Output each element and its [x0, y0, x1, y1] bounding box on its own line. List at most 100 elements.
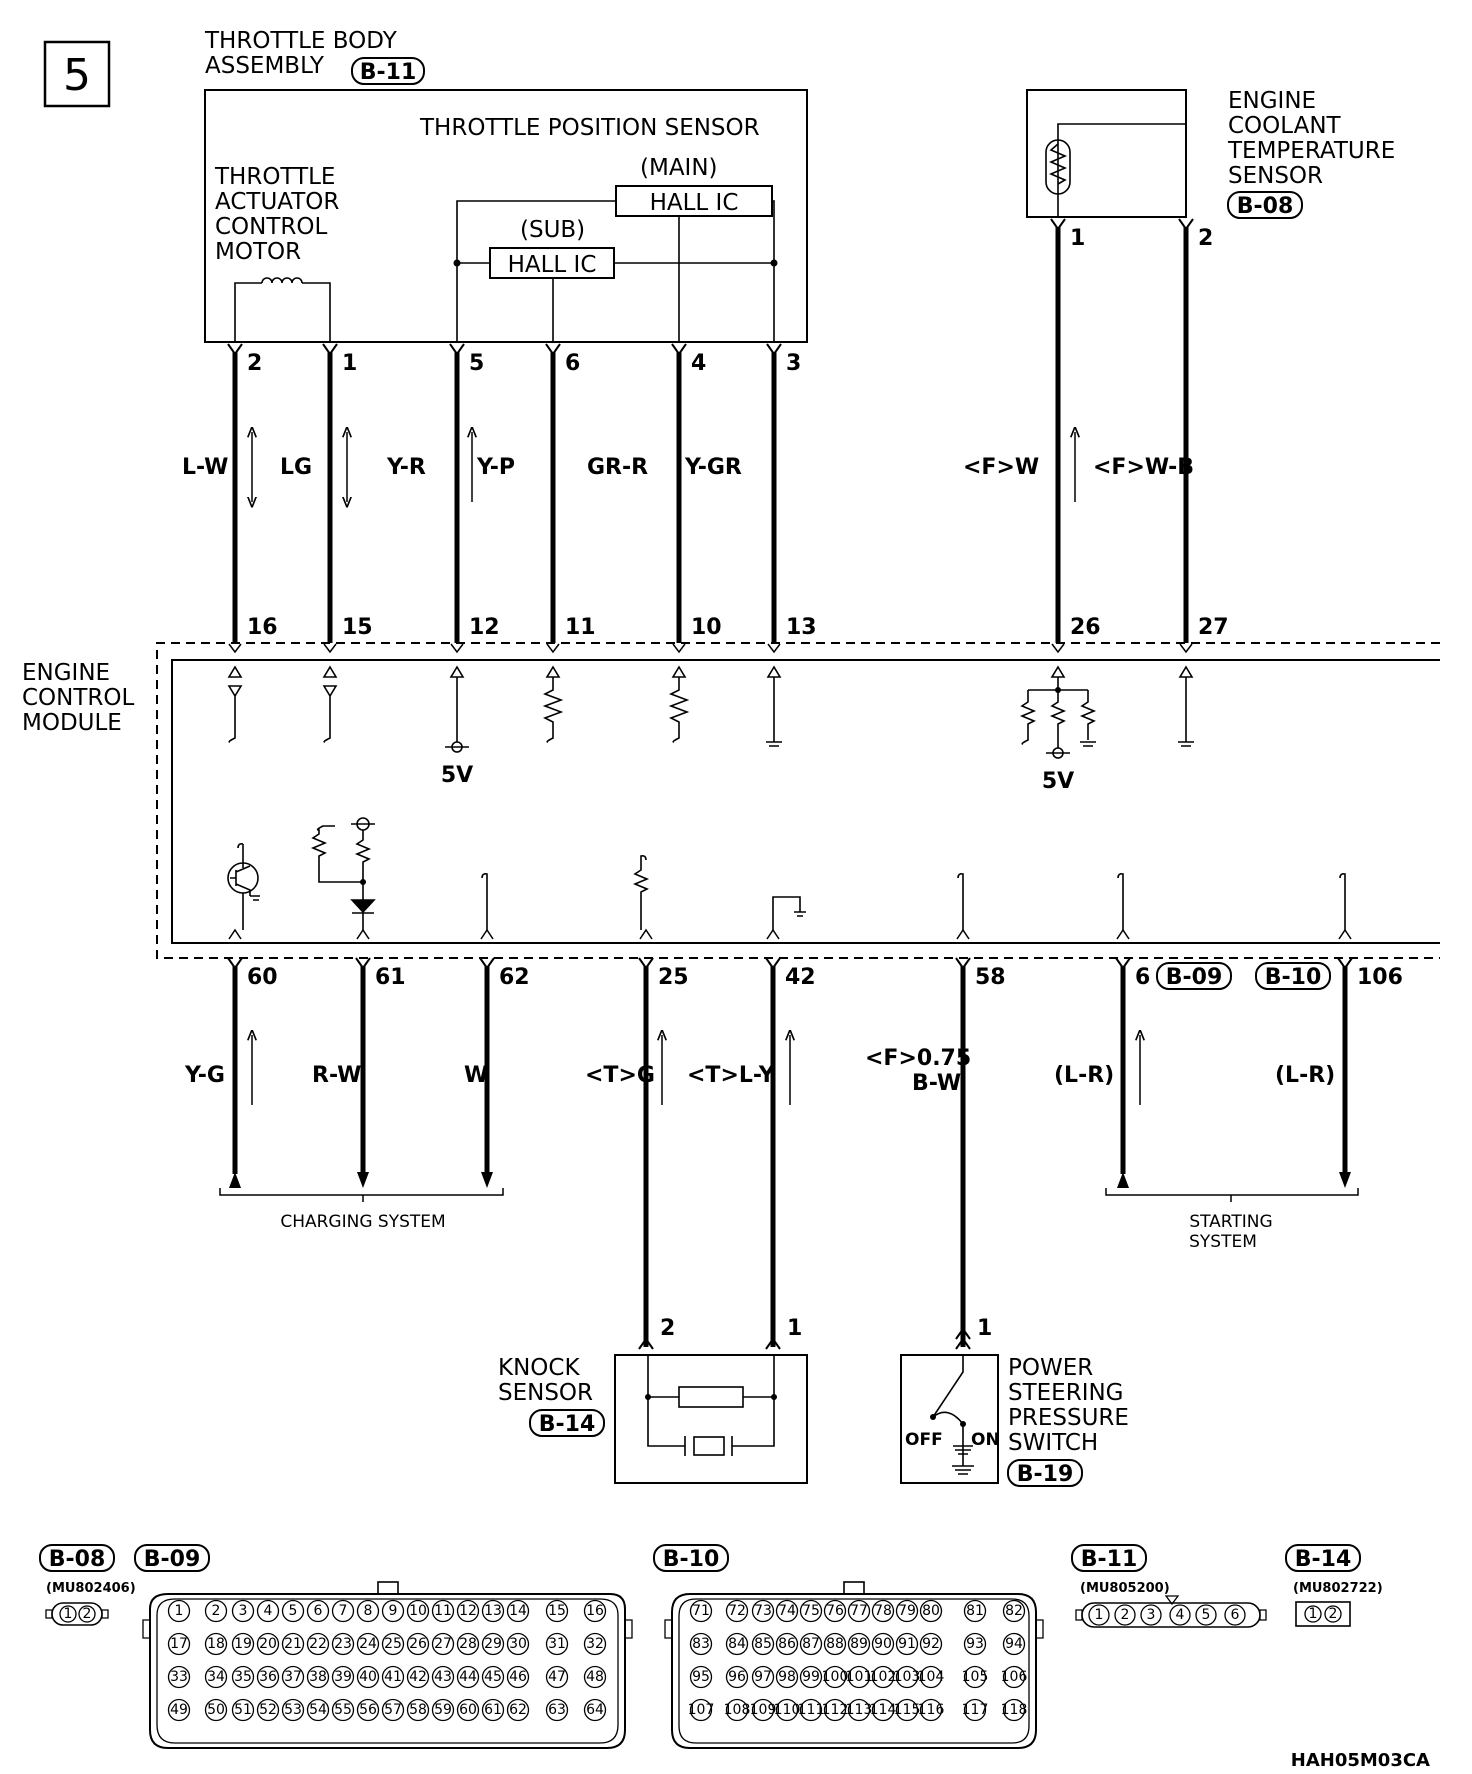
- ps-switch-internals: [932, 1355, 974, 1475]
- connector-cavity-number: 42: [409, 1669, 427, 1685]
- wire-color-label: (L-R): [1275, 1063, 1335, 1088]
- connector-cavity-number: 50: [207, 1702, 225, 1718]
- connector-cavity: [204, 1698, 228, 1722]
- connector-cavity: [583, 1665, 607, 1689]
- connector-cavity-number: 7: [339, 1603, 348, 1619]
- connector-cavity: [1195, 1604, 1217, 1626]
- connector-cavity-number: 79: [898, 1603, 916, 1619]
- wire-color-label: Y-G: [184, 1063, 225, 1088]
- svg-text:2: 2: [83, 1606, 92, 1622]
- svg-text:1: 1: [64, 1606, 73, 1622]
- wire-color-label: LG: [280, 455, 312, 480]
- connector-cavity: [799, 1665, 823, 1689]
- ect-label-4: SENSOR: [1228, 163, 1323, 189]
- svg-text:(MU805200): (MU805200): [1080, 1581, 1170, 1596]
- connector-cavity: [431, 1665, 455, 1689]
- connector-cavity: [331, 1665, 355, 1689]
- connector-cavity: [167, 1632, 191, 1656]
- connector-cavity: [775, 1599, 799, 1623]
- connector-cavity-number: 4: [1176, 1607, 1185, 1623]
- connector-cavity: [281, 1698, 305, 1722]
- connector-cavity: [256, 1599, 280, 1623]
- ect-label-3: TEMPERATURE: [1227, 138, 1395, 164]
- connector-cavity: [281, 1632, 305, 1656]
- connector-cavity-number: 5: [289, 1603, 298, 1619]
- lower-wire-ecm-terminal: [1116, 928, 1130, 940]
- connector-cavity-number: 51: [234, 1702, 252, 1718]
- ps-switch-label-3: PRESSURE: [1008, 1405, 1129, 1431]
- wire-color-label: Y-P: [476, 455, 515, 480]
- connector-cavity-number: 107: [688, 1702, 715, 1718]
- connector-cavity-number: 6: [314, 1603, 323, 1619]
- wire-color-label: Y-R: [386, 455, 426, 480]
- ps-switch-label-4: SWITCH: [1008, 1430, 1098, 1456]
- connector-cavity: [725, 1632, 749, 1656]
- connector-cavity: [481, 1632, 505, 1656]
- wire-color-label: R-W: [312, 1063, 361, 1088]
- lower-connector-tag: [1255, 962, 1331, 990]
- lower-wire-ecm-terminal: [228, 928, 242, 940]
- connector-cavity-number: 99: [802, 1669, 820, 1685]
- connector-cavity: [583, 1698, 607, 1722]
- connector-cavity-number: 61: [484, 1702, 502, 1718]
- connector-cavity-number: 35: [234, 1669, 252, 1685]
- wire-color-label: <F>0.75: [865, 1046, 971, 1071]
- wire-color-label: (L-R): [1054, 1063, 1114, 1088]
- ps-switch-box: [900, 1354, 999, 1484]
- connector-cavity: [583, 1632, 607, 1656]
- connector-cavity: [506, 1632, 530, 1656]
- connector-cavity-number: 14: [509, 1603, 527, 1619]
- actuator-label-3: CONTROL: [215, 214, 328, 240]
- connector-cavity: [823, 1665, 847, 1689]
- connector-cavity-number: 17: [170, 1636, 188, 1652]
- wire-color-label: B-W: [912, 1071, 961, 1096]
- actuator-motor-coil: [234, 277, 331, 342]
- upper-wire-ecm-terminal: [672, 643, 686, 654]
- connector-cavity-number: 113: [846, 1702, 873, 1718]
- connector-cavity-number: 3: [239, 1603, 248, 1619]
- svg-text:B-11: B-11: [360, 60, 417, 85]
- upper-wire-ecm-terminal: [450, 643, 464, 654]
- connector-cavity-number: 6: [1231, 1607, 1240, 1623]
- connector-cavity: [725, 1599, 749, 1623]
- connector-cavity-number: 87: [802, 1636, 820, 1652]
- connector-cavity-number: 24: [359, 1636, 377, 1652]
- connector-cavity: [545, 1632, 569, 1656]
- svg-text:B-11: B-11: [1081, 1547, 1138, 1572]
- tps-main-label: (MAIN): [640, 155, 718, 181]
- knock-sensor-connector-tag: B-14: [529, 1409, 605, 1437]
- ecm-pin-label: 62: [499, 965, 530, 990]
- connector-cavity-number: 34: [207, 1669, 225, 1685]
- connector-cavity: [167, 1665, 191, 1689]
- connector-cavity-number: 96: [728, 1669, 746, 1685]
- svg-text:B-19: B-19: [1017, 1462, 1074, 1487]
- connector-cavity-number: 10: [409, 1603, 427, 1619]
- connector-cavity-number: 106: [1001, 1669, 1028, 1685]
- upper-wire-ecm-terminal: [1051, 643, 1065, 654]
- upper-wire-ecm-terminal: [323, 643, 337, 654]
- connector-cavity: [689, 1698, 713, 1722]
- connector-cavity-number: 90: [874, 1636, 892, 1652]
- connector-cavity: [456, 1599, 480, 1623]
- connector-cavity-number: 93: [966, 1636, 984, 1652]
- connector-cavity-number: 81: [966, 1603, 984, 1619]
- connector-cavity-number: 11: [434, 1603, 452, 1619]
- connector-cavity-number: 62: [509, 1702, 527, 1718]
- connector-cavity-number: 71: [692, 1603, 710, 1619]
- throttle-body-title-1: THROTTLE BODY: [204, 28, 398, 54]
- connector-cavity: [545, 1665, 569, 1689]
- connector-cavity: [583, 1599, 607, 1623]
- connector-cavity-number: 117: [962, 1702, 989, 1718]
- connector-cavity-number: 92: [922, 1636, 940, 1652]
- connector-cavity: [823, 1632, 847, 1656]
- connector-cavity-number: 16: [586, 1603, 604, 1619]
- lower-wire-ecm-terminal: [1338, 928, 1352, 940]
- connector-cavity-number: 13: [484, 1603, 502, 1619]
- ecm-pin-label: 106: [1357, 965, 1403, 990]
- connector-cavity: [356, 1599, 380, 1623]
- connector-cavity-number: 100: [822, 1669, 849, 1685]
- connector-cavity-number: 38: [309, 1669, 327, 1685]
- connector-cavity: [431, 1632, 455, 1656]
- connector-cavity-number: 41: [384, 1669, 402, 1685]
- charging-bracket: [219, 1188, 504, 1202]
